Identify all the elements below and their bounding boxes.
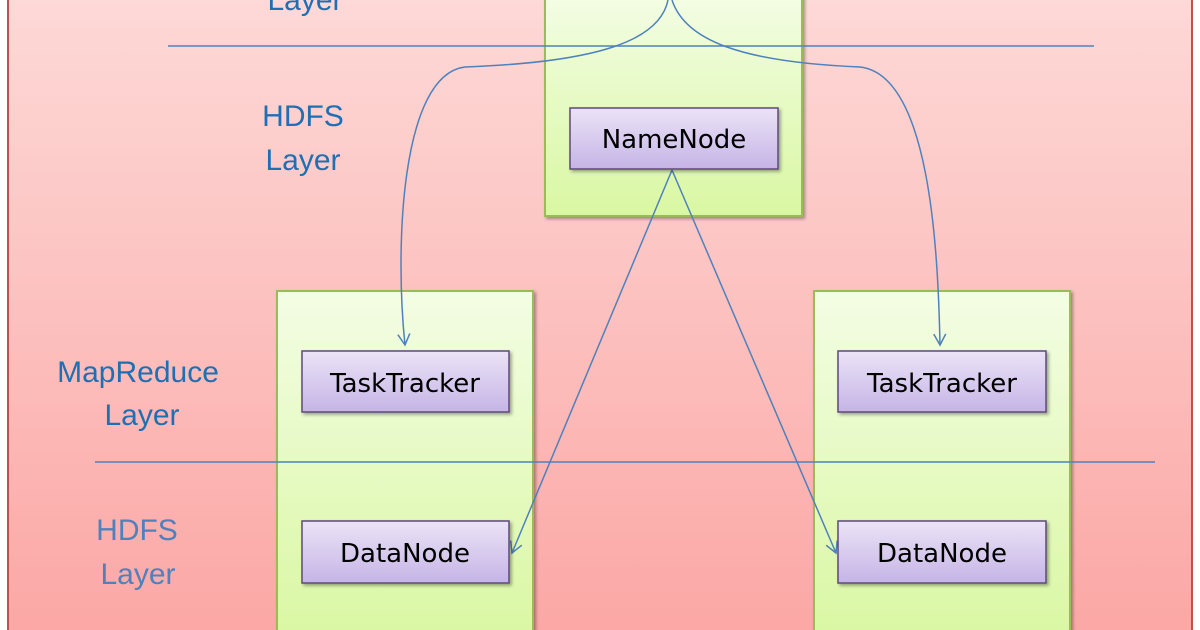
namenode-label: NameNode (602, 125, 747, 155)
datanode-left-box: DataNode (301, 520, 510, 584)
datanode-right-box: DataNode (837, 520, 1047, 584)
top-layer-label: Layer (267, 0, 342, 17)
mapreduce-layer-label-2: Layer (104, 399, 179, 432)
datanode-right-label: DataNode (877, 539, 1007, 569)
namenode-box: NameNode (569, 107, 779, 170)
mapreduce-layer-label-1: MapReduce (57, 356, 219, 389)
datanode-left-label: DataNode (340, 539, 470, 569)
hdfs-layer-label-lower-1: HDFS (96, 514, 178, 547)
tasktracker-left-box: TaskTracker (301, 350, 510, 413)
hdfs-layer-label-upper-1: HDFS (262, 100, 344, 133)
tasktracker-right-box: TaskTracker (837, 350, 1047, 413)
tasktracker-right-label: TaskTracker (866, 369, 1017, 399)
arrow-namenode-to-datanode-right (671, 169, 838, 555)
arrow-jobtracker-to-tasktracker-right (671, 0, 947, 347)
tasktracker-left-label: TaskTracker (329, 369, 480, 399)
hdfs-layer-label-upper-2: Layer (265, 144, 340, 177)
hdfs-layer-label-lower-2: Layer (100, 558, 175, 591)
arrow-jobtracker-to-tasktracker-left (397, 0, 669, 347)
arrow-namenode-to-datanode-left (509, 169, 673, 555)
